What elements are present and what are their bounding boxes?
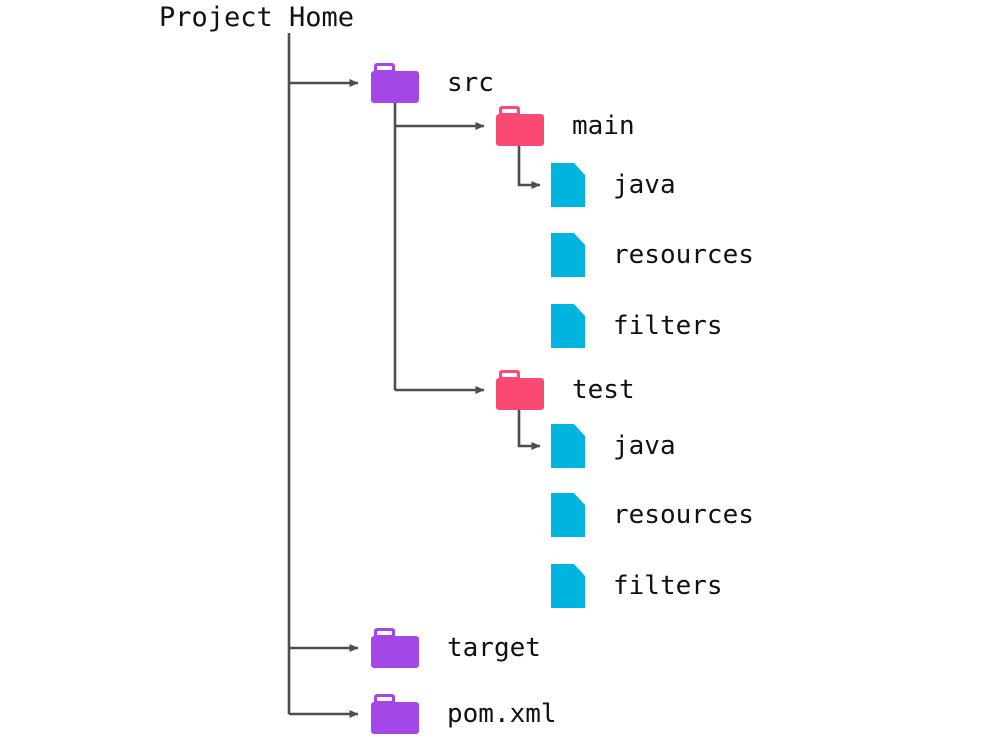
node-label-test-filters: filters [613,571,723,601]
folder-icon [371,63,419,103]
file-icon [551,564,585,608]
file-icon [551,163,585,207]
node-label-pom-xml: pom.xml [447,699,557,729]
node-label-test-resources: resources [613,500,754,530]
folder-icon [496,106,544,146]
file-icon [551,304,585,348]
file-icon [551,233,585,277]
root-title: Project Home [159,2,355,33]
node-test-java[interactable]: java [551,424,676,468]
node-test-resources[interactable]: resources [551,493,754,537]
node-main-filters[interactable]: filters [551,304,723,348]
node-main[interactable]: main [496,106,635,146]
file-icon [551,424,585,468]
node-label-test-java: java [613,431,676,461]
folder-icon [371,628,419,668]
node-src[interactable]: src [371,63,494,103]
node-label-src: src [447,68,494,98]
node-label-main: main [572,111,635,141]
folder-icon [496,370,544,410]
node-label-main-filters: filters [613,311,723,341]
edge-main-java [517,146,541,189]
node-pom-xml[interactable]: pom.xml [371,694,557,734]
folder-icon [371,694,419,734]
node-label-target: target [447,633,541,663]
node-main-resources[interactable]: resources [551,233,754,277]
edge-test-java [517,410,541,450]
node-test[interactable]: test [496,370,635,410]
node-label-test: test [572,375,635,405]
node-label-main-resources: resources [613,240,754,270]
file-icon [551,493,585,537]
node-label-main-java: java [613,170,676,200]
node-test-filters[interactable]: filters [551,564,723,608]
node-target[interactable]: target [371,628,541,668]
node-main-java[interactable]: java [551,163,676,207]
